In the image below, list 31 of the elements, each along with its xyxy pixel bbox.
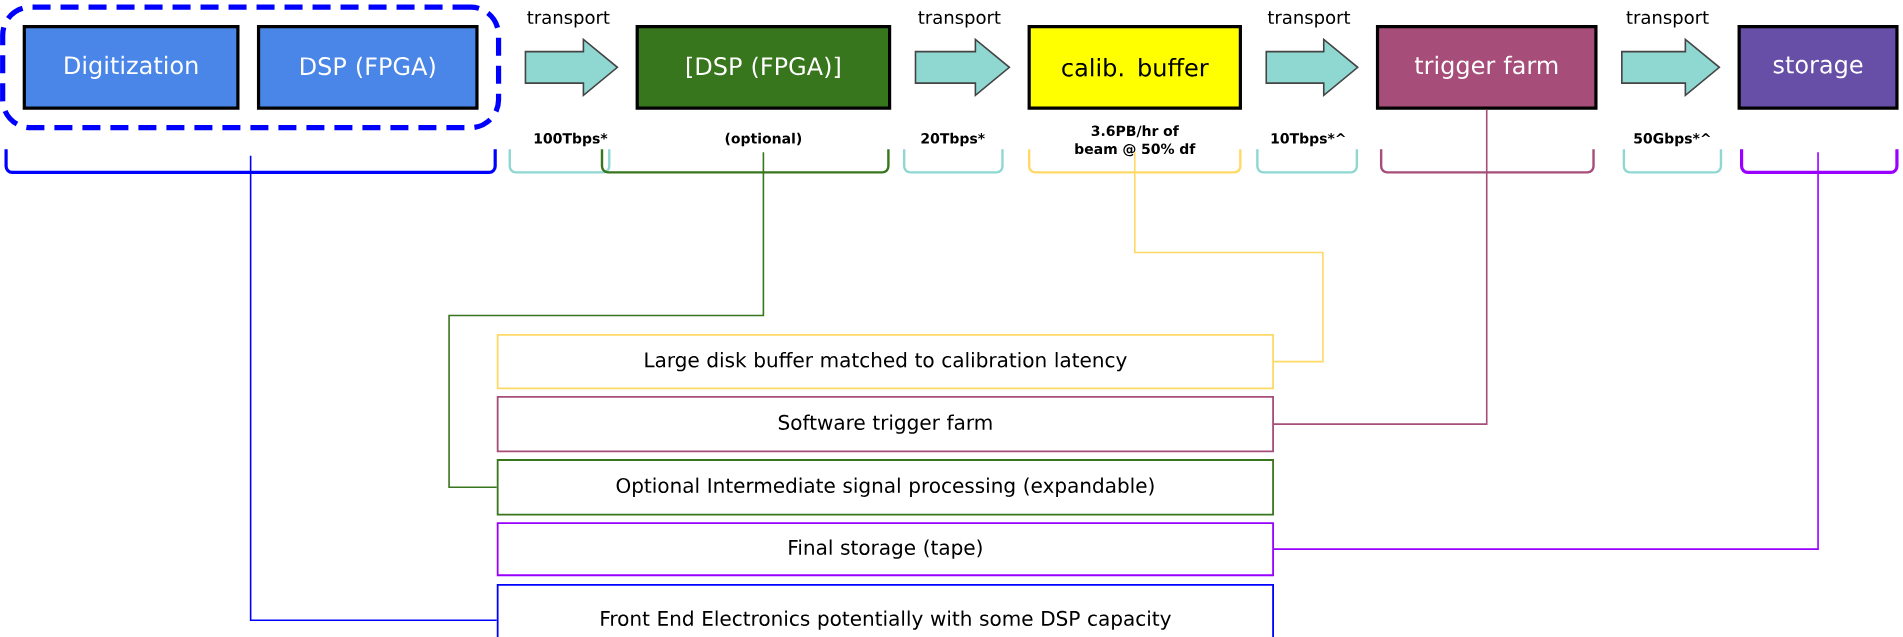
process-box: storage: [1737, 24, 1899, 110]
bandwidth-label: 100Tbps*: [534, 132, 608, 147]
description-box: Large disk buffer matched to calibration latency: [496, 334, 1274, 390]
bandwidth-label: 20Tbps*: [921, 132, 985, 147]
process-box: DSP (FPGA): [256, 24, 479, 110]
description-box: Front End Electronics potentially with some DSP capacity: [496, 584, 1274, 637]
edge-label: transport: [1267, 11, 1351, 28]
process-box: calib. buffer: [1027, 24, 1242, 110]
note-text: (optional): [725, 132, 802, 147]
note-text: 3.6PB/hr of beam @ 50% df: [1075, 125, 1196, 157]
bandwidth-label: 50Gbps*^: [1634, 132, 1711, 147]
bandwidth-label: 10Tbps*^: [1271, 132, 1346, 147]
leader-line: [1273, 108, 1488, 425]
leader-line: [448, 151, 765, 488]
edge-label: transport: [918, 11, 1001, 28]
edge-label: transport: [527, 11, 610, 28]
block-arrow: [1621, 37, 1721, 97]
description-box: Software trigger farm: [496, 395, 1274, 453]
leader-line: [1273, 151, 1819, 550]
block-arrow: [1265, 37, 1359, 97]
dashed-group-box: [0, 4, 502, 131]
process-box: Digitization: [22, 24, 240, 110]
block-arrow: [524, 37, 619, 97]
process-box: [DSP (FPGA)]: [635, 24, 892, 110]
block-arrow: [914, 37, 1011, 97]
leader-line: [249, 154, 498, 621]
process-box: trigger farm: [1375, 24, 1598, 110]
description-box: Optional Intermediate signal processing (expandable): [496, 459, 1274, 516]
leader-line: [1133, 151, 1324, 363]
edge-label: transport: [1626, 11, 1709, 28]
description-box: Final storage (tape): [496, 522, 1274, 577]
